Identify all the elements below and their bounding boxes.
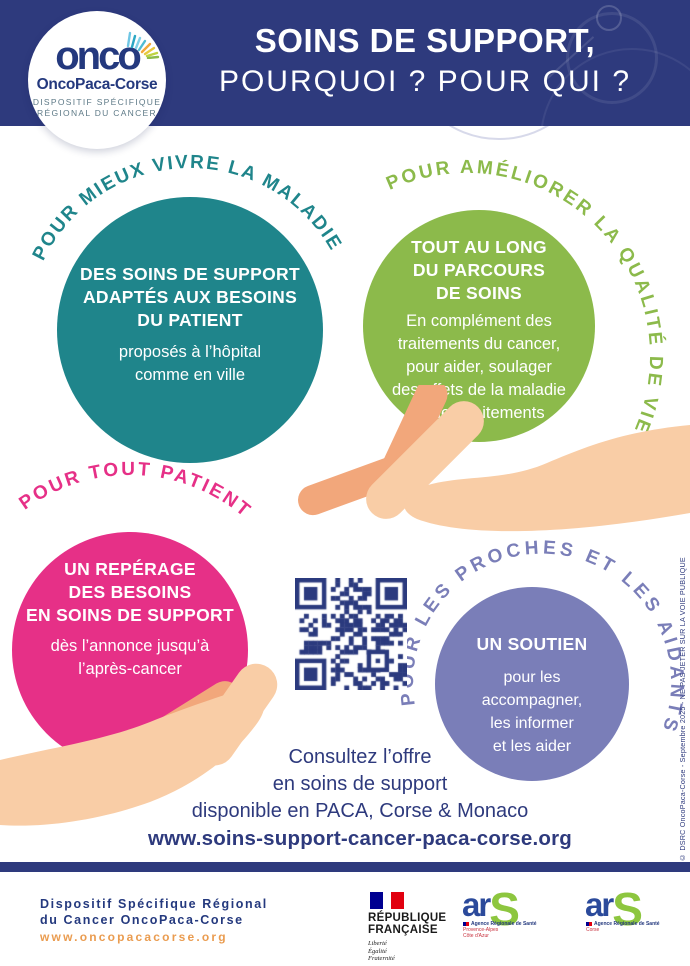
bubble-pink-title-line: EN SOINS DE SUPPORT xyxy=(26,605,234,625)
ars-region-line: Corse xyxy=(586,927,600,933)
bubble-green-title-line: TOUT AU LONG xyxy=(411,237,547,257)
republique-francaise-logo: RÉPUBLIQUE FRANÇAISE Liberté Égalité Fra… xyxy=(368,892,446,963)
bubble-purple-body-line: et les aider xyxy=(492,738,572,755)
poster-title-line2: POURQUOI ? POUR QUI ? xyxy=(218,65,632,98)
rf-motto-egalite: Égalité xyxy=(368,947,387,955)
bubble-purple-title-line: UN SOUTIEN xyxy=(476,634,588,654)
footer-org-line1: Dispositif Spécifique Régional xyxy=(40,897,268,911)
qr-code xyxy=(295,578,407,690)
footer: Dispositif Spécifique Régional du Cancer… xyxy=(0,872,690,966)
cta-line-3: disponible en PACA, Corse & Monaco xyxy=(191,800,529,822)
french-flag-icon xyxy=(370,892,404,909)
ars-region-line: Provence-Alpes xyxy=(463,927,499,933)
svg-text:POUR TOUT PATIENT: POUR TOUT PATIENT xyxy=(15,459,254,522)
rf-motto-liberte: Liberté xyxy=(368,940,387,947)
bubble-green: TOUT AU LONG DU PARCOURS DE SOINS En com… xyxy=(363,210,595,442)
bubble-pink-title-line: DES BESOINS xyxy=(68,582,192,602)
poster-title-line1: SOINS DE SUPPORT, xyxy=(254,22,596,59)
decor-ring-icon xyxy=(596,5,622,31)
website-url: www.soins-support-cancer-paca-corse.org xyxy=(148,827,572,850)
ars-agency-label: Agence Régionale de Santé xyxy=(594,921,660,927)
bubble-teal-title-line: DES SOINS DE SUPPORT xyxy=(80,264,300,284)
bubble-green-body-line: En complément des xyxy=(406,312,552,330)
bubble-purple-body-line: accompagner, xyxy=(481,692,583,709)
mini-flag-icon xyxy=(463,922,469,926)
sunburst-icon xyxy=(126,31,160,59)
bubble-purple-body-line: pour les xyxy=(503,669,561,686)
bubble-pink-body-line: dès l’annonce jusqu’à xyxy=(50,637,210,655)
footer-org-line2: du Cancer OncoPaca-Corse xyxy=(40,913,244,927)
bubble-teal-title-line: DU PATIENT xyxy=(137,310,243,330)
rf-label-line2: FRANÇAISE xyxy=(368,924,438,936)
onco-logo-name: OncoPaca-Corse xyxy=(36,76,158,93)
qr-code-canvas xyxy=(295,578,407,690)
bubble-pink-title-line: UN REPÉRAGE xyxy=(64,559,196,579)
bubble-teal-title-line: ADAPTÉS AUX BESOINS xyxy=(82,287,298,307)
header-title: SOINS DE SUPPORT, POURQUOI ? POUR QUI ? xyxy=(190,22,660,100)
copyright-note: © DSRC OncoPaca-Corse - Septembre 2025 -… xyxy=(678,557,687,862)
footer-org-block: Dispositif Spécifique Régional du Cancer… xyxy=(40,896,268,944)
ars-region-line: Côte d'Azur xyxy=(463,933,489,939)
rf-label-line1: RÉPUBLIQUE xyxy=(368,912,447,924)
ars-paca-logo: ar S Agence Régionale de Santé Provence-… xyxy=(462,883,574,939)
ars-wordmark-ar: ar xyxy=(585,886,614,923)
cta-line-1: Consultez l’offre xyxy=(288,746,432,768)
ars-wordmark-s: S xyxy=(489,883,520,935)
bubble-teal-body-line: proposés à l’hôpital xyxy=(118,343,262,361)
bubble-green-title-line: DU PARCOURS xyxy=(412,260,546,280)
bubble-teal-body-line: comme en ville xyxy=(134,366,246,384)
cta-block: Consultez l’offre en soins de support di… xyxy=(110,744,610,851)
ars-corse-logo: ar S Agence Régionale de Santé Corse xyxy=(585,883,690,935)
footer-org-url: www.oncopacacorse.org xyxy=(40,930,228,944)
rf-motto-fraternite: Fraternité xyxy=(368,955,395,962)
arc-label-pink: POUR TOUT PATIENT xyxy=(15,459,253,522)
bubble-pink-body-line: l’après-cancer xyxy=(78,660,182,678)
hand-left-illustration xyxy=(0,663,278,826)
bubble-purple: UN SOUTIEN pour les accompagner, les inf… xyxy=(435,587,629,781)
hand-right-illustration xyxy=(298,385,690,532)
ars-wordmark-s: S xyxy=(612,883,643,935)
ars-agency-label: Agence Régionale de Santé xyxy=(471,921,537,927)
bubble-teal: DES SOINS DE SUPPORT ADAPTÉS AUX BESOINS… xyxy=(57,197,323,463)
cta-line-2: en soins de support xyxy=(272,773,448,795)
mini-flag-icon xyxy=(586,922,592,926)
bubble-purple-body-line: les informer xyxy=(490,715,574,732)
bubble-green-body-line: traitements du cancer, xyxy=(397,335,561,353)
onco-logo-tagline-1: DISPOSITIF SPÉCIFIQUE xyxy=(32,97,162,107)
bubble-green-body-line: pour aider, soulager xyxy=(406,358,552,376)
onco-logo-badge: onco OncoPaca-Corse DISPOSITIF SPÉCIFIQU… xyxy=(28,11,166,149)
bubble-green-title-line: DE SOINS xyxy=(435,283,523,303)
onco-logo-tagline-2: RÉGIONAL DU CANCER xyxy=(37,108,157,118)
ars-wordmark-ar: ar xyxy=(462,886,491,923)
footer-divider xyxy=(0,862,690,872)
